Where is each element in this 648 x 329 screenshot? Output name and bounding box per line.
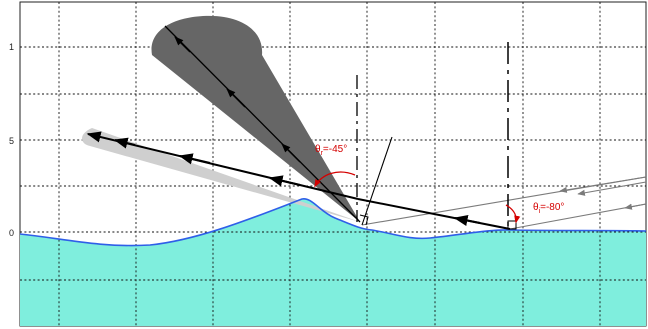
reflection-angle-label: θr=-45° [315, 144, 347, 157]
incident-ray-arrow [624, 203, 647, 210]
ray-arrow [174, 36, 191, 53]
incidence-angle-label: θi=-80° [533, 202, 564, 215]
incident-ray-arrow [577, 181, 647, 196]
ray-arrow [178, 153, 211, 165]
water-body [20, 198, 646, 326]
ray-arrow [113, 137, 136, 149]
ray-arrow [268, 175, 301, 187]
right-angle-marker [359, 214, 369, 226]
incident-ray-arrow [559, 176, 647, 193]
reflection-angle-arc [314, 171, 356, 188]
y-tick-label: 0 [9, 228, 14, 238]
y-tick-label: 1 [9, 42, 14, 52]
incident-ray-main [357, 198, 511, 230]
scattered-ray [164, 25, 361, 223]
specular-lobe-light [82, 128, 360, 222]
ray-arrow [453, 214, 481, 226]
incidence-angle-arc [505, 204, 521, 224]
ray-arrow [226, 88, 246, 108]
incident-ray [509, 203, 647, 230]
right-angle-marker [507, 220, 517, 230]
y-tick-label: 5 [9, 136, 14, 146]
wave-surface [19, 198, 647, 247]
ray-arrow [281, 143, 301, 163]
surface-normal [361, 136, 393, 226]
